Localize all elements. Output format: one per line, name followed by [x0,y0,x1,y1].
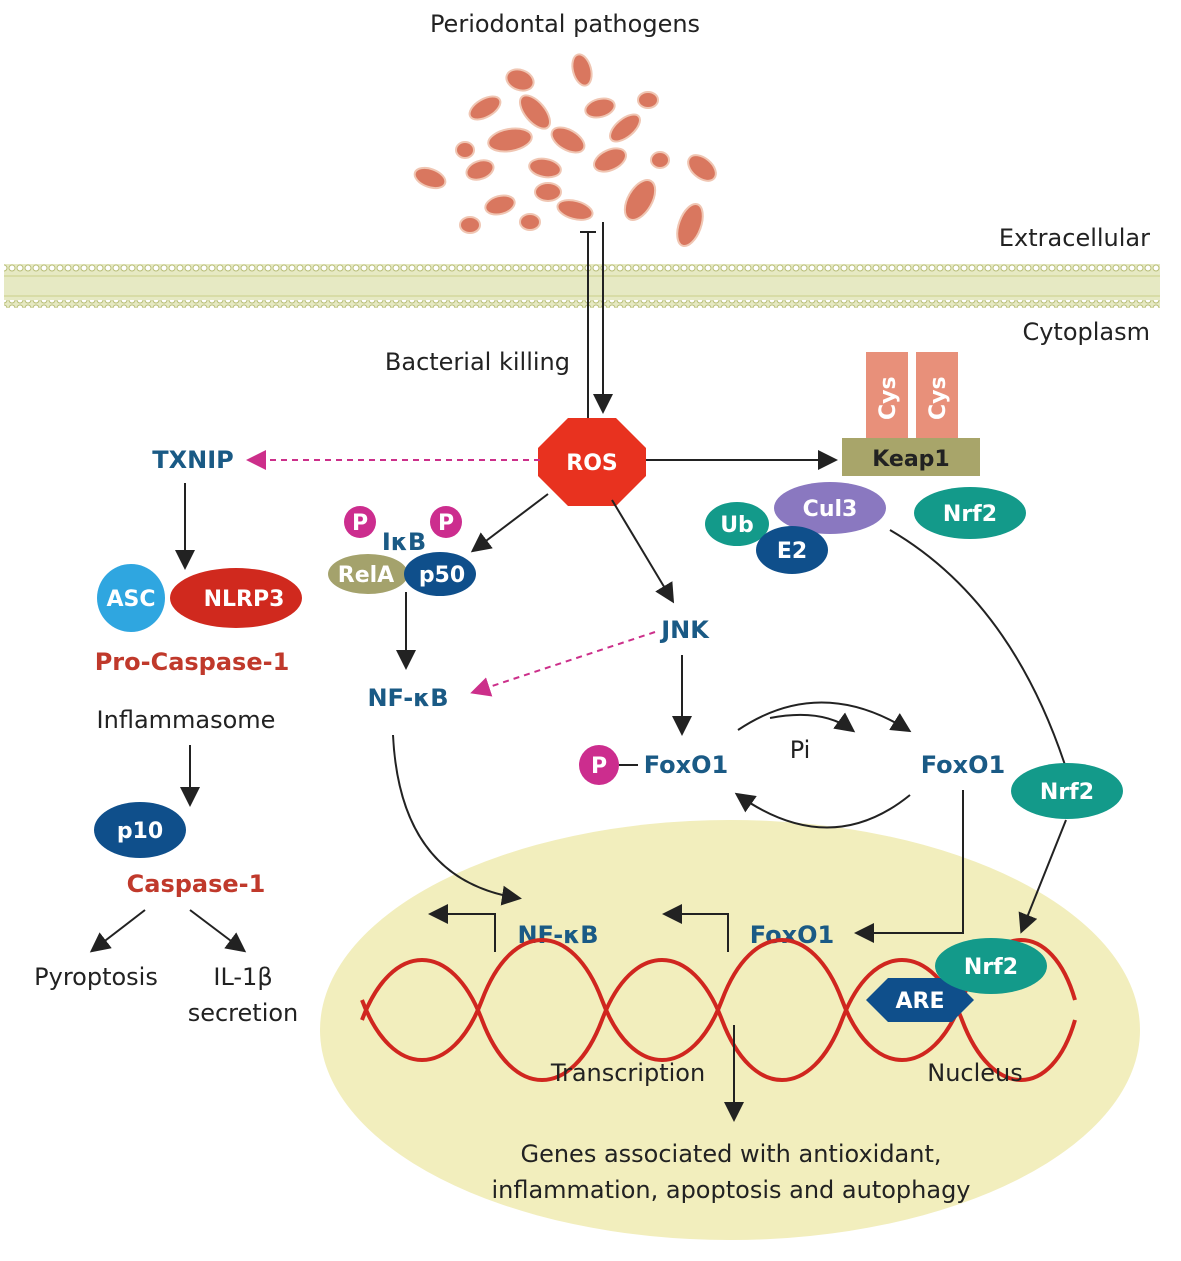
foxo1-to-nucleus-arrow [854,790,964,943]
foxo1-label: FoxO1 [921,751,1006,779]
txnip-label: TXNIP [152,446,233,474]
svg-text:p50: p50 [419,563,465,588]
rela-node [328,554,408,594]
extracellular-label: Extracellular [999,224,1150,252]
svg-text:Keap1: Keap1 [872,447,949,472]
nfkb-transcription-arrow [428,904,496,952]
pro-caspase-1-label: Pro-Caspase-1 [95,648,290,676]
keap1-node [842,438,980,476]
p50-node [404,552,476,596]
svg-text:Ub: Ub [720,513,754,538]
p-badge-left [344,506,376,538]
genes-label-line1: Genes associated with antioxidant, [520,1140,941,1168]
asc-node [97,564,165,632]
svg-text:Nrf2: Nrf2 [943,502,997,527]
bacterial-killing-label: Bacterial killing [385,348,570,376]
genes-label-line2: inflammation, apoptosis and autophagy [491,1176,970,1204]
phospho-to-foxo1-arrow [737,701,912,733]
svg-text:Nrf2: Nrf2 [964,955,1018,980]
ros-to-nfkb-complex-arrow [470,493,549,553]
svg-text:P: P [352,511,368,536]
foxo1-transcription-arrow [662,904,729,952]
svg-text:ARE: ARE [896,989,945,1014]
foxo1-to-phospho-arrow [734,792,911,829]
periodontal-pathogens-label: Periodontal pathogens [430,10,700,38]
svg-text:p10: p10 [117,819,163,844]
nfkb-cytoplasm-label: NF-κB [367,684,448,712]
caspase-to-il1b-arrow [189,909,247,953]
svg-text:NLRP3: NLRP3 [204,587,285,612]
phospho-foxo1-label: FoxO1 [644,751,729,779]
il1b-label: IL-1β [213,963,272,991]
cul3-node [774,482,886,534]
svg-text:RelA: RelA [338,563,394,588]
transcription-label: Transcription [550,1059,705,1087]
ub-node [705,502,769,546]
pi-release-arrow [769,712,856,733]
nrf2-to-nucleus-arrow [1018,819,1067,934]
are-node [866,978,974,1022]
svg-text:Cys: Cys [926,376,951,420]
nrf2-keap-node [914,487,1026,539]
jnk-to-nfkb-arrow [470,631,656,697]
cys-block-left [866,352,908,438]
e2-node [756,526,828,574]
p-badge-right [430,506,462,538]
il1b-secretion-label: secretion [188,999,299,1027]
nucleus-label: Nucleus [927,1059,1023,1087]
svg-text:P: P [438,511,454,536]
pi-label: Pi [790,736,811,764]
pyroptosis-label: Pyroptosis [34,963,158,991]
nrf2-nucleus-node [935,938,1047,994]
svg-text:E2: E2 [777,539,807,564]
cys-block-right [916,352,958,438]
caspase-to-pyroptosis-arrow [89,909,146,953]
caspase-1-label: Caspase-1 [127,870,266,898]
ros-node [538,418,646,506]
p10-node [94,802,186,858]
nrf2-cytoplasm-node [1011,763,1123,819]
p-badge-foxo1 [579,745,619,785]
ikb-label: IκB [382,528,426,556]
keap1-to-nrf2-path [889,529,1066,766]
nucleus [320,820,1140,1240]
svg-text:Nrf2: Nrf2 [1040,780,1094,805]
inflammasome-label: Inflammasome [97,706,276,734]
svg-text:ASC: ASC [106,587,155,612]
nlrp3-node [170,568,302,628]
ros-to-jnk-arrow [611,499,675,604]
cytoplasm-label: Cytoplasm [1022,318,1150,346]
svg-text:Cul3: Cul3 [803,497,858,522]
svg-text:Cys: Cys [876,376,901,420]
bacteria-cluster [413,53,717,248]
nfkb-to-nucleus-arrow [392,734,522,906]
jnk-label: JNK [659,616,710,644]
svg-text:ROS: ROS [566,451,618,476]
svg-text:P: P [591,754,607,779]
